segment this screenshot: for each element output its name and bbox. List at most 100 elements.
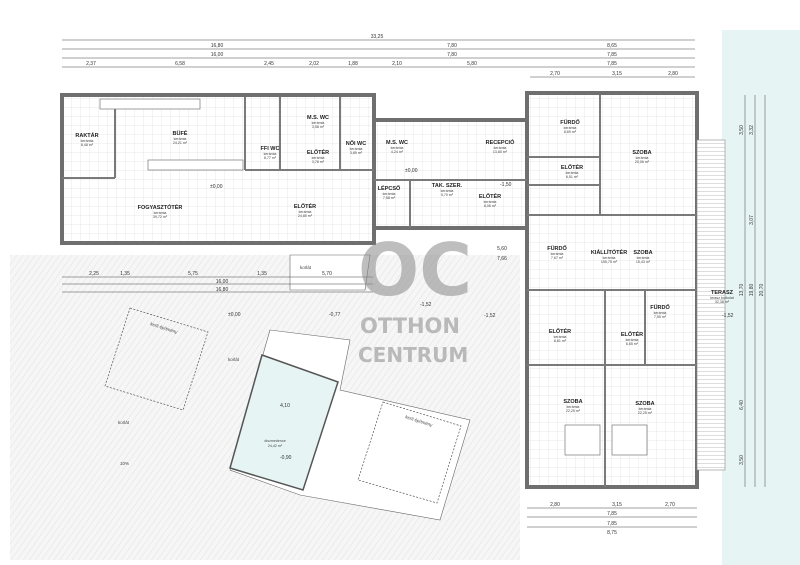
dim-label: 7,85 (607, 521, 617, 527)
dim-label: 2,45 (264, 61, 274, 67)
dim-label: 3,50 (739, 455, 745, 465)
dim-label: 7,80 (447, 52, 457, 58)
room-floor: kerámia (383, 192, 396, 196)
room-floor: kerámia (154, 211, 167, 215)
room-floor: kerámia (494, 146, 507, 150)
dim-label: 5,80 (467, 61, 477, 67)
room-area: 24,21 m² (173, 141, 188, 145)
room-area: 39,72 m² (153, 215, 168, 219)
room-name: SZOBA (563, 399, 582, 405)
room-floor: kerámia (264, 152, 277, 156)
level-markers: ±0,00 -1,50 ±0,00 -0,77 -1,52 -1,52 -1,5… (210, 168, 734, 319)
room-name: SZOBA (632, 150, 651, 156)
room-area: 20,06 m² (635, 160, 650, 164)
pool-area: 24,42 m² (268, 444, 283, 448)
level-label: ±0,00 (405, 168, 418, 174)
dim-label: 3,15 (612, 502, 622, 508)
room-name: ELŐTÉR (479, 192, 501, 200)
room-floor: kerámia (441, 189, 454, 193)
room-name: KIÁLLÍTÓTÉR (591, 248, 627, 256)
room-floor: kerámia (567, 405, 580, 409)
dim-label: 5,70 (322, 271, 332, 277)
garden-structure (357, 401, 462, 504)
dims-middle: 2,25 1,35 5,75 1,35 5,70 16,00 16,80 5,6… (89, 246, 507, 293)
room-floor: kerámia (554, 335, 567, 339)
dim-label: 2,37 (86, 61, 96, 67)
room-name: ELŐTÉR (307, 148, 329, 156)
dim-label: 7,85 (607, 511, 617, 517)
dim-label: 6,40 (739, 400, 745, 410)
room-name: FOGYASZTÓTÉR (138, 203, 183, 211)
room-floor: kerámia (636, 156, 649, 160)
dim-label: 2,70 (665, 502, 675, 508)
dims-top: 33,25 16,80 16,00 7,80 7,80 8,65 7,85 7,… (86, 34, 678, 77)
room-area: 6,51 m² (566, 175, 579, 179)
slope-label: 10% (120, 461, 129, 466)
dim-label: 19,80 (749, 284, 755, 297)
room-name: RECEPCIÓ (486, 138, 515, 146)
dim-label: 2,80 (668, 71, 678, 77)
dim-label: 1,35 (257, 271, 267, 277)
level-label: -1,52 (484, 313, 496, 319)
dim-label: 8,65 (607, 43, 617, 49)
dim-label: 8,75 (607, 530, 617, 536)
room-name: SZOBA (635, 401, 654, 407)
room-name: FÜRDŐ (650, 304, 670, 311)
room-floor: kerámia (312, 156, 325, 160)
room-floor: kerámia (484, 200, 497, 204)
room-name: TERASZ (711, 290, 734, 296)
dim-label: 1,88 (348, 61, 358, 67)
room-area: 5,70 m² (441, 193, 454, 197)
room-name: ELŐTÉR (621, 330, 643, 338)
room-floor: kerámia (551, 252, 564, 256)
pool-width: 4,10 (280, 403, 290, 409)
room-area: 3,78 m² (312, 160, 325, 164)
room-floor: kerámia (626, 338, 639, 342)
dims-right: 3,50 3,32 3,07 13,70 19,80 20,70 6,40 3,… (739, 125, 765, 465)
dims-bottom: 2,80 3,15 2,70 7,85 7,85 8,75 (550, 502, 675, 536)
dim-label: 16,00 (211, 52, 224, 58)
dim-label: 2,25 (89, 271, 99, 277)
room-name: TAK. SZER. (432, 183, 463, 189)
room-name: BÜFÉ (173, 129, 188, 137)
room-area: 8,06 m² (484, 204, 497, 208)
dim-label: 3,32 (749, 125, 755, 135)
room-area: 24,80 m² (298, 214, 313, 218)
dim-label: 3,15 (612, 71, 622, 77)
room-name: SZOBA (633, 250, 652, 256)
room-area: 8,61 m² (554, 339, 567, 343)
room-floor: kerámia (391, 146, 404, 150)
dim-label: 13,70 (739, 284, 745, 297)
room-floor: kerámia (566, 171, 579, 175)
room-area: 15,43 m² (636, 260, 651, 264)
dim-label: 7,85 (607, 52, 617, 58)
room-area: 3,85 m² (350, 151, 363, 155)
pool-level: -0,90 (280, 455, 292, 461)
dim-label: 16,00 (216, 279, 229, 285)
room-floor: kerámia (639, 407, 652, 411)
room-floor: kerámia (603, 256, 616, 260)
dim-label: 5,75 (188, 271, 198, 277)
room-floor: kerámia (299, 210, 312, 214)
level-label: ±0,00 (228, 312, 241, 318)
room-floor: terasz burkolat (710, 296, 734, 300)
dim-label: 16,80 (211, 43, 224, 49)
room-name: M.S. WC (307, 115, 329, 121)
dim-label: 2,10 (392, 61, 402, 67)
